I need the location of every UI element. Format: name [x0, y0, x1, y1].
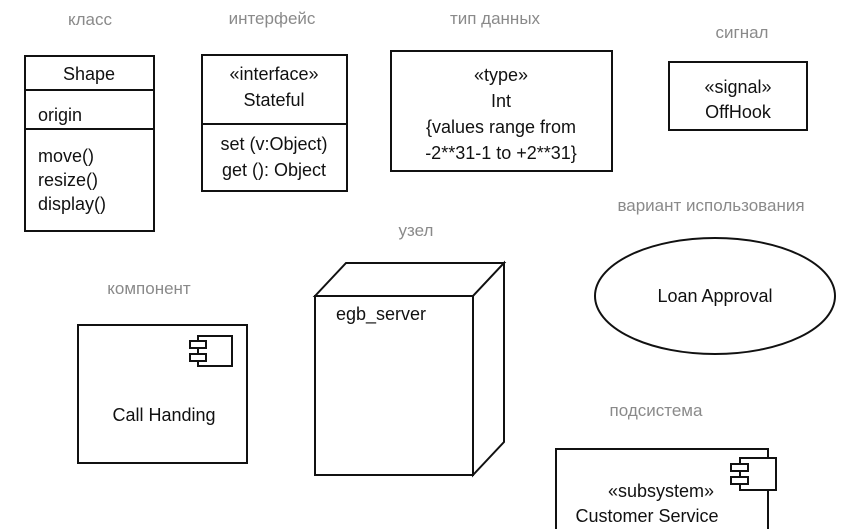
component-icon: [189, 335, 233, 367]
class-attribute: origin: [38, 105, 82, 125]
class-operation: display(): [38, 194, 106, 214]
class-name: Shape: [63, 64, 115, 84]
caption-subsystem: подсистема: [610, 401, 703, 420]
datatype-stereotype: «type»: [474, 65, 528, 85]
signal-box: «signal» OffHook: [668, 61, 808, 131]
caption-node: узел: [399, 221, 434, 240]
caption-class: класс: [68, 10, 113, 29]
usecase-ellipse: Loan Approval: [594, 237, 836, 355]
node-box: egb_server: [312, 260, 507, 478]
caption-signal: сигнал: [716, 23, 769, 42]
usecase-shape: [594, 237, 836, 355]
interface-name: Stateful: [243, 90, 304, 110]
class-box: Shape origin move() resize() display(): [24, 55, 155, 232]
interface-operation: get (): Object: [222, 160, 326, 180]
class-box-frame: [24, 55, 155, 232]
caption-interface: интерфейс: [229, 9, 316, 28]
class-operation: move(): [38, 146, 94, 166]
usecase-name: Loan Approval: [657, 286, 772, 306]
signal-stereotype: «signal»: [704, 77, 771, 97]
node-front-face: [314, 295, 474, 476]
caption-usecase: вариант использования: [617, 196, 804, 215]
datatype-box: «type» Int {values range from -2**31-1 t…: [390, 50, 613, 172]
datatype-box-frame: [390, 50, 613, 172]
interface-stereotype: «interface»: [229, 64, 318, 84]
class-operation: resize(): [38, 170, 98, 190]
interface-box: «interface» Stateful set (v:Object) get …: [201, 54, 348, 192]
subsystem-frame: [555, 448, 769, 529]
datatype-name: Int: [491, 91, 511, 111]
component-box: Call Handing: [77, 324, 248, 464]
subsystem-name: Customer Service: [575, 506, 718, 526]
node-side-face: [472, 260, 505, 478]
component-icon: [730, 457, 777, 491]
component-name: Call Handing: [112, 405, 215, 425]
datatype-constraint: {values range from: [426, 117, 576, 137]
caption-component: компонент: [107, 279, 191, 298]
node-name: egb_server: [336, 304, 426, 325]
subsystem-stereotype: «subsystem»: [608, 481, 714, 501]
signal-box-frame: [668, 61, 808, 131]
caption-datatype: тип данных: [450, 9, 541, 28]
datatype-constraint: -2**31-1 to +2**31}: [425, 143, 577, 163]
node-top-face: [312, 262, 507, 297]
signal-name: OffHook: [705, 102, 772, 122]
interface-operation: set (v:Object): [220, 134, 327, 154]
subsystem-box: «subsystem» Customer Service: [555, 448, 777, 529]
